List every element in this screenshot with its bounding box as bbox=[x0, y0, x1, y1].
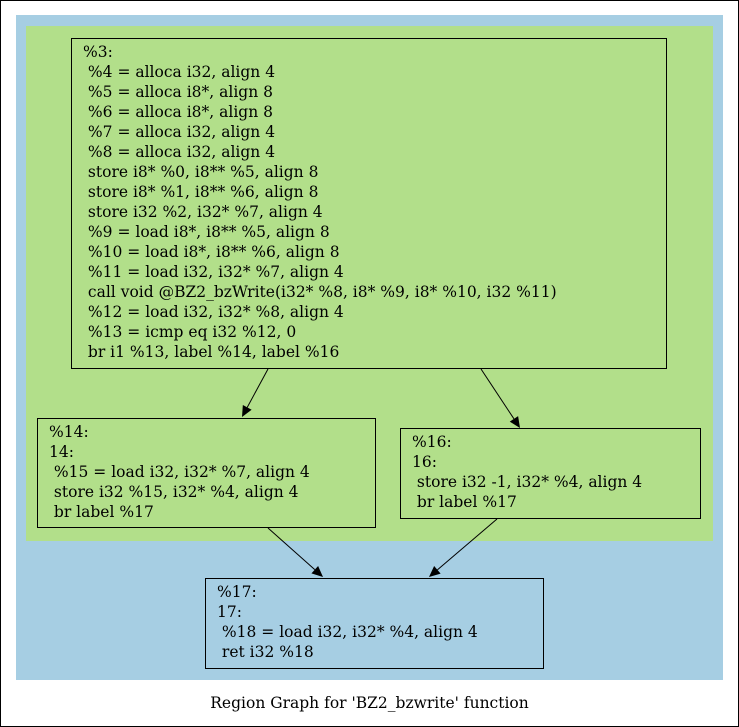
basic-block-14[interactable]: %14: 14: %15 = load i32, i32* %7, align 4… bbox=[37, 418, 376, 528]
edge-n14-n17 bbox=[267, 527, 323, 577]
code-line: store i32 -1, i32* %4, align 4 bbox=[412, 473, 643, 491]
code-line: %5 = alloca i8*, align 8 bbox=[83, 83, 273, 101]
edge-n3-n14 bbox=[242, 368, 269, 417]
code-line: store i32 %15, i32* %4, align 4 bbox=[49, 483, 299, 501]
code-line: br label %17 bbox=[49, 503, 154, 521]
code-line: %13 = icmp eq i32 %12, 0 bbox=[83, 323, 297, 341]
code-line: br label %17 bbox=[412, 493, 517, 511]
graph-caption: Region Graph for 'BZ2_bzwrite' function bbox=[210, 694, 529, 712]
code-line: 17: bbox=[217, 603, 242, 621]
code-line: br i1 %13, label %14, label %16 bbox=[83, 343, 340, 361]
code-line: %6 = alloca i8*, align 8 bbox=[83, 103, 273, 121]
code-line: store i32 %2, i32* %7, align 4 bbox=[83, 203, 323, 221]
code-line: %4 = alloca i32, align 4 bbox=[83, 63, 276, 81]
arrowhead bbox=[509, 416, 520, 428]
arrowhead bbox=[429, 566, 441, 577]
code-line: %18 = load i32, i32* %4, align 4 bbox=[217, 623, 478, 641]
code-line: 14: bbox=[49, 443, 74, 461]
arrowhead bbox=[242, 404, 252, 417]
code-line: store i8* %0, i8** %5, align 8 bbox=[83, 163, 319, 181]
code-line: store i8* %1, i8** %6, align 8 bbox=[83, 183, 319, 201]
code-line: %12 = load i32, i32* %8, align 4 bbox=[83, 303, 344, 321]
code-line: %10 = load i8*, i8** %6, align 8 bbox=[83, 243, 340, 261]
code-line: %9 = load i8*, i8** %5, align 8 bbox=[83, 223, 330, 241]
basic-block-3[interactable]: %3: %4 = alloca i32, align 4 %5 = alloca… bbox=[71, 38, 667, 369]
basic-block-17[interactable]: %17: 17: %18 = load i32, i32* %4, align 4… bbox=[205, 578, 544, 669]
code-line: %8 = alloca i32, align 4 bbox=[83, 143, 276, 161]
code-line: 16: bbox=[412, 453, 437, 471]
edge-line bbox=[267, 527, 316, 571]
edge-line bbox=[480, 368, 515, 420]
code-line: %11 = load i32, i32* %7, align 4 bbox=[83, 263, 344, 281]
code-line: %17: bbox=[217, 583, 257, 601]
edge-n3-n16 bbox=[480, 368, 520, 428]
edge-n16-n17 bbox=[429, 518, 498, 577]
code-line: %14: bbox=[49, 423, 89, 441]
code-line: %7 = alloca i32, align 4 bbox=[83, 123, 276, 141]
code-line: %16: bbox=[412, 433, 452, 451]
code-line: %3: bbox=[83, 43, 113, 61]
code-line: ret i32 %18 bbox=[217, 643, 314, 661]
code-line: call void @BZ2_bzWrite(i32* %8, i8* %9, … bbox=[83, 283, 557, 301]
basic-block-16[interactable]: %16: 16: store i32 -1, i32* %4, align 4 b… bbox=[400, 428, 701, 519]
arrowhead bbox=[311, 565, 323, 577]
edge-line bbox=[246, 368, 269, 408]
edge-line bbox=[437, 518, 498, 571]
code-line: %15 = load i32, i32* %7, align 4 bbox=[49, 463, 310, 481]
